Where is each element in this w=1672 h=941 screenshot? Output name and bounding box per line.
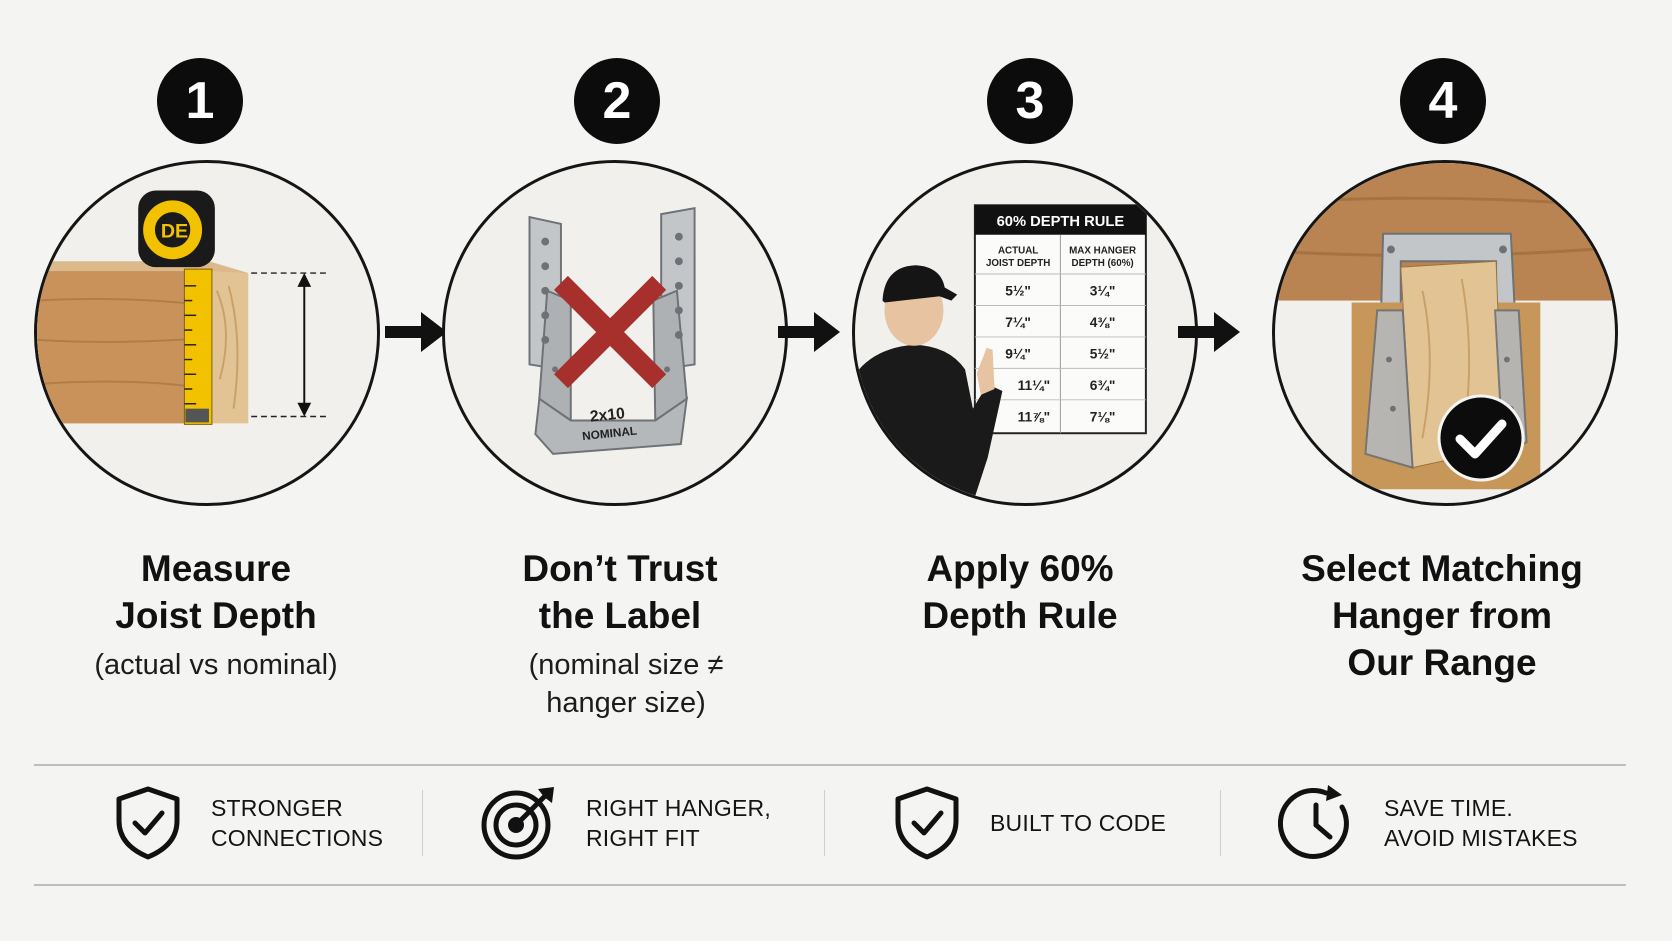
measure-illustration: DE xyxy=(34,160,380,506)
arrow-right-icon xyxy=(778,312,840,352)
rule-chart-cell: 5½" xyxy=(1090,347,1116,362)
benefit-label: RIGHT HANGER, RIGHT FIT xyxy=(586,795,771,851)
tape-measure-joist-image: DE xyxy=(37,190,330,425)
top-divider xyxy=(34,764,1626,766)
rule-chart-col-header: MAX HANGER xyxy=(1069,245,1136,256)
step-title-line: the Label xyxy=(538,595,702,636)
benefit-save-time: SAVE TIME. AVOID MISTAKES xyxy=(1278,778,1578,868)
rule-chart-cell: 4⅜" xyxy=(1090,315,1116,330)
arrow-right-icon xyxy=(385,312,447,352)
step-title: Measure Joist Depth xyxy=(6,545,426,639)
step-title: Don’t Trust the Label xyxy=(410,545,830,639)
rule-chart-cell: 11⅞" xyxy=(1018,409,1051,424)
step-title-line: Joist Depth xyxy=(115,595,317,636)
bottom-divider xyxy=(34,884,1626,886)
clock-icon xyxy=(1278,785,1349,859)
step-subtitle-line: hanger size) xyxy=(546,687,706,719)
step-number-badge: 3 xyxy=(987,58,1073,144)
step-title: Select Matching Hanger from Our Range xyxy=(1232,545,1652,686)
target-icon xyxy=(481,787,554,860)
step-number-badge: 4 xyxy=(1400,58,1486,144)
step-title: Apply 60% Depth Rule xyxy=(810,545,1230,639)
hanger-stamp-text: NOMINAL xyxy=(582,425,638,444)
benefit-divider xyxy=(422,790,423,856)
rule-chart-col-header: ACTUAL xyxy=(998,245,1038,256)
rule-chart-col-header: JOIST DEPTH xyxy=(986,258,1050,269)
step-title-line: Select Matching xyxy=(1301,548,1583,589)
step-title-line: Don’t Trust xyxy=(522,548,718,589)
step-4: 4 Select Matching Hanger xyxy=(1232,0,1652,720)
rule-chart-cell: 9¼" xyxy=(1005,347,1031,362)
step-title-line: Apply 60% xyxy=(926,548,1114,589)
hanger-stamp-text: 2x10 xyxy=(589,405,626,426)
benefit-right-fit: RIGHT HANGER, RIGHT FIT xyxy=(480,778,771,868)
check-badge-icon xyxy=(1437,394,1525,482)
depth-rule-illustration: 60% DEPTH RULE ACTUAL JOIST DEPTH MAX HA… xyxy=(852,160,1198,506)
step-title-line: Measure xyxy=(140,548,292,589)
rule-chart-cell: 11¼" xyxy=(1018,378,1051,393)
rule-chart-cell: 3¼" xyxy=(1090,284,1116,299)
step-1: 1 DE xyxy=(6,0,426,720)
step-title-line: Hanger from xyxy=(1332,595,1552,636)
benefit-divider xyxy=(824,790,825,856)
step-subtitle: (actual vs nominal) xyxy=(6,646,426,684)
step-number-badge: 1 xyxy=(157,58,243,144)
step-subtitle-line: (actual vs nominal) xyxy=(94,649,338,681)
rule-chart-cell: 7⅛" xyxy=(1090,409,1116,424)
rule-chart-cell: 5½" xyxy=(1005,284,1031,299)
step-title-line: Depth Rule xyxy=(922,595,1118,636)
shield-check-icon xyxy=(895,786,959,860)
rule-chart-col-header: DEPTH (60%) xyxy=(1072,258,1134,269)
benefit-label: SAVE TIME. AVOID MISTAKES xyxy=(1384,795,1578,851)
benefit-divider xyxy=(1220,790,1221,856)
step-title-line: Our Range xyxy=(1347,642,1537,683)
step-subtitle-line: (nominal size ≠ xyxy=(528,649,724,681)
benefit-label: STRONGER CONNECTIONS xyxy=(211,795,384,851)
x-mark-icon xyxy=(554,275,667,389)
benefit-label: BUILT TO CODE xyxy=(990,810,1166,836)
rule-chart-title: 60% DEPTH RULE xyxy=(997,214,1125,230)
tape-brand-text: DE xyxy=(161,221,188,243)
benefit-stronger-connections: STRONGER CONNECTIONS xyxy=(115,778,383,868)
benefit-built-to-code: BUILT TO CODE xyxy=(894,778,1166,868)
hanger-label-illustration: 2x10 NOMINAL xyxy=(442,160,788,506)
person-figure xyxy=(855,265,1003,503)
joist-hanger-image: 2x10 NOMINAL xyxy=(528,207,696,455)
depth-rule-chart-image: 60% DEPTH RULE ACTUAL JOIST DEPTH MAX HA… xyxy=(855,204,1147,503)
step-number-badge: 2 xyxy=(574,58,660,144)
shield-check-icon xyxy=(116,786,180,860)
arrow-right-icon xyxy=(1178,312,1240,352)
step-2: 2 2x10 NOMINAL Don’t T xyxy=(410,0,830,720)
step-3: 3 60% DEPTH RULE ACTUAL JOIST DEPTH MAX … xyxy=(814,0,1234,720)
rule-chart-cell: 7¼" xyxy=(1005,315,1031,330)
rule-chart-cell: 6¾" xyxy=(1090,378,1116,393)
step-subtitle: (nominal size ≠ hanger size) xyxy=(416,646,836,722)
